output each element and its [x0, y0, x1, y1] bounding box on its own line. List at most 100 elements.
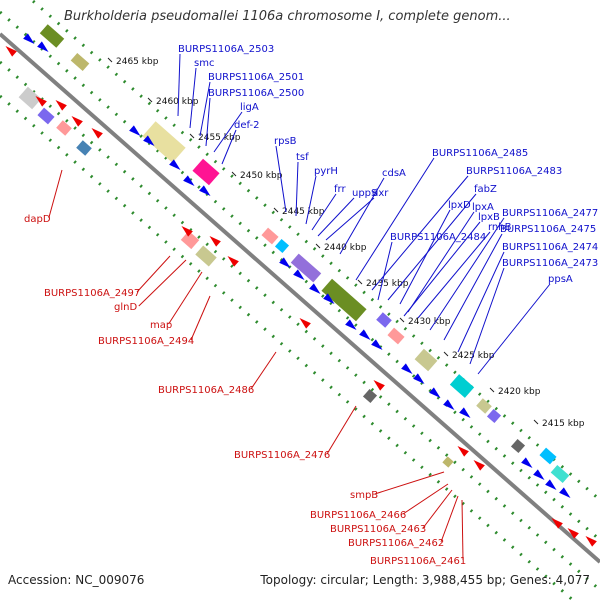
upper-leader-4 [213, 111, 243, 153]
feature-block-3 [192, 158, 220, 186]
feature-block-15 [539, 447, 557, 465]
feature-block-5 [274, 238, 290, 254]
kbp-tick-label-10: 2415 kbp [542, 419, 585, 429]
upper-leader-24 [469, 267, 505, 365]
feature-block-0 [39, 24, 65, 48]
feature-block-10 [414, 348, 438, 372]
minus-strand-arrow-14 [585, 536, 597, 547]
plus-strand-arrow-18 [459, 407, 471, 418]
lower-leader-7 [374, 471, 445, 495]
upper-gene-label-13: BURPS1106A_2485 [432, 148, 528, 159]
kbp-tick-label-7: 2430 kbp [408, 317, 451, 327]
feature-block-12 [476, 398, 492, 414]
upper-leader-13 [355, 157, 435, 281]
upper-leader-19 [403, 221, 481, 317]
upper-gene-label-12: cdsA [382, 168, 406, 179]
minus-strand-arrow-0 [5, 46, 17, 57]
upper-gene-label-25: ppsA [548, 274, 573, 285]
feature-block-6 [290, 253, 322, 283]
upper-leader-8 [305, 175, 317, 225]
lower-gene-label-9: BURPS1106A_2463 [330, 524, 426, 535]
upper-leader-22 [443, 233, 503, 341]
kbp-tick-mark-1 [147, 97, 153, 103]
upper-gene-label-5: def-2 [234, 120, 259, 131]
minus-strand-arrow-8 [299, 318, 311, 329]
plus-strand-arrow-3 [143, 135, 155, 146]
feature-block-19 [56, 120, 72, 136]
plus-strand-arrow-4 [169, 159, 181, 170]
lower-leader-3 [168, 271, 203, 325]
plus-strand-arrow-9 [309, 283, 321, 294]
lower-leader-2 [138, 259, 187, 307]
genome-summary-text: Topology: circular; Length: 3,988,455 bp… [260, 573, 590, 587]
minus-strand-arrow-7 [227, 256, 239, 267]
upper-leader-25 [477, 283, 551, 375]
kbp-tick-label-5: 2440 kbp [324, 243, 367, 253]
upper-leader-11 [325, 197, 375, 241]
lower-gene-label-0: dapD [24, 214, 51, 225]
upper-leader-3 [205, 97, 211, 147]
dotted-track-1 [0, 60, 600, 592]
minus-strand-arrow-9 [373, 380, 385, 391]
upper-gene-label-14: BURPS1106A_2483 [466, 166, 562, 177]
feature-block-9 [387, 327, 405, 345]
upper-leader-0 [177, 53, 181, 117]
upper-gene-label-15: fabZ [474, 184, 497, 195]
feature-block-7 [321, 278, 367, 322]
kbp-tick-mark-3 [231, 171, 237, 177]
upper-gene-label-10: uppS [352, 188, 377, 199]
upper-leader-9 [311, 193, 337, 231]
dotted-track-2 [0, 10, 600, 542]
plus-strand-arrow-17 [443, 399, 455, 410]
plus-strand-arrow-20 [533, 469, 545, 480]
upper-gene-label-9: frr [334, 184, 346, 195]
upper-gene-label-1: smc [194, 58, 214, 69]
upper-gene-label-6: rpsB [274, 136, 297, 147]
upper-leader-21 [377, 241, 393, 301]
upper-gene-label-4: ligA [240, 102, 259, 113]
upper-leader-6 [275, 145, 287, 213]
feature-block-8 [376, 312, 392, 328]
upper-gene-label-0: BURPS1106A_2503 [178, 44, 274, 55]
minus-strand-arrow-1 [35, 96, 47, 107]
kbp-tick-mark-2 [189, 133, 195, 139]
feature-block-11 [449, 374, 475, 398]
lower-gene-label-3: map [150, 320, 172, 331]
feature-block-2 [142, 121, 186, 163]
lower-gene-label-2: glnD [114, 302, 137, 313]
plus-strand-arrow-21 [545, 479, 557, 490]
upper-leader-2 [199, 81, 211, 137]
upper-gene-label-20: BURPS1106A_2477 [502, 208, 598, 219]
plus-strand-arrow-16 [429, 387, 441, 398]
lower-leader-11 [461, 499, 464, 561]
upper-leader-5 [221, 129, 237, 165]
kbp-tick-label-3: 2450 kbp [240, 171, 283, 181]
upper-leader-10 [317, 197, 355, 237]
feature-block-21 [180, 230, 200, 250]
plus-strand-arrow-2 [129, 125, 141, 136]
upper-gene-label-24: BURPS1106A_2473 [502, 258, 598, 269]
accession-text: Accession: NC_009076 [8, 573, 145, 587]
feature-block-24 [442, 456, 454, 468]
plus-strand-arrow-19 [521, 457, 533, 468]
minus-strand-arrow-5 [181, 226, 193, 237]
kbp-tick-mark-8 [443, 351, 449, 357]
lower-leader-6 [326, 405, 357, 455]
plus-strand-arrow-10 [323, 293, 335, 304]
upper-gene-label-17: lpxA [472, 202, 494, 213]
lower-gene-label-4: BURPS1106A_2494 [98, 336, 194, 347]
upper-leader-23 [457, 251, 505, 353]
lower-leader-4 [190, 295, 211, 341]
feature-block-4 [261, 227, 279, 245]
plus-strand-arrow-8 [293, 269, 305, 280]
map-title: Burkholderia pseudomallei 1106a chromoso… [64, 9, 511, 24]
upper-gene-label-2: BURPS1106A_2501 [208, 72, 304, 83]
plus-strand-arrow-6 [199, 185, 211, 196]
kbp-tick-mark-9 [489, 387, 495, 393]
plus-strand-arrow-7 [279, 257, 291, 268]
upper-gene-label-11: dxr [372, 188, 389, 199]
upper-gene-label-8: pyrH [314, 166, 338, 177]
backbone-line [0, 32, 600, 564]
upper-leader-15 [387, 193, 477, 301]
